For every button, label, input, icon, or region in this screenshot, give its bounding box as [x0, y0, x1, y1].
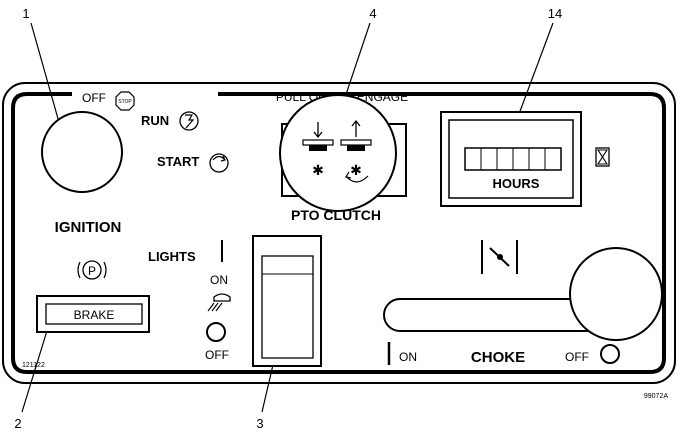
panel-code-left: 121122: [22, 362, 45, 369]
ignition-key-switch[interactable]: [41, 111, 123, 193]
svg-text:✱: ✱: [312, 162, 324, 178]
choke-on-label: ON: [399, 350, 417, 364]
choke-icon: [481, 240, 518, 274]
lights-off-label: OFF: [205, 348, 229, 362]
svg-text:✱: ✱: [350, 162, 362, 178]
lights-rocker-face: [261, 255, 314, 359]
figure-code: 99072A: [644, 393, 668, 400]
choke-off-mark: [600, 344, 620, 364]
pto-engage-icon: ✱: [340, 119, 372, 183]
engine-run-icon: [179, 111, 199, 131]
choke-knob[interactable]: [569, 247, 663, 341]
callout-2: 2: [14, 416, 21, 431]
hour-meter-label: HOURS: [493, 176, 540, 191]
pto-title: PTO CLUTCH: [291, 207, 381, 223]
hourglass-icon: [595, 147, 610, 167]
stop-icon-label: STOP: [118, 99, 132, 105]
callout-14: 14: [548, 6, 562, 21]
brake-indicator-lens: [45, 303, 143, 325]
pto-disengage-icon: ✱: [302, 122, 334, 178]
headlight-icon: [207, 293, 231, 312]
callout-1: 1: [22, 6, 29, 21]
stop-icon: STOP: [115, 91, 135, 111]
callout-4: 4: [369, 6, 376, 21]
lights-on-label: ON: [210, 273, 228, 287]
choke-off-label: OFF: [565, 350, 589, 364]
brake-label: BRAKE: [74, 308, 115, 322]
choke-slot: [383, 298, 611, 332]
pto-knob[interactable]: [279, 94, 397, 212]
panel-outer-border: [2, 82, 676, 384]
callout-3: 3: [256, 416, 263, 431]
panel-inner-border: [11, 92, 666, 374]
ignition-start-label: START: [157, 154, 199, 169]
ignition-title: IGNITION: [55, 219, 122, 236]
lights-title: LIGHTS: [148, 249, 196, 264]
ignition-off-label: OFF: [82, 91, 106, 105]
parking-brake-symbol: P: [88, 264, 96, 278]
ignition-run-label: RUN: [141, 113, 169, 128]
hour-meter-digits: [464, 147, 562, 171]
choke-title: CHOKE: [471, 349, 525, 366]
parking-brake-icon: P: [77, 260, 107, 280]
engine-start-icon: [209, 153, 229, 173]
lights-off-mark: [206, 322, 226, 342]
